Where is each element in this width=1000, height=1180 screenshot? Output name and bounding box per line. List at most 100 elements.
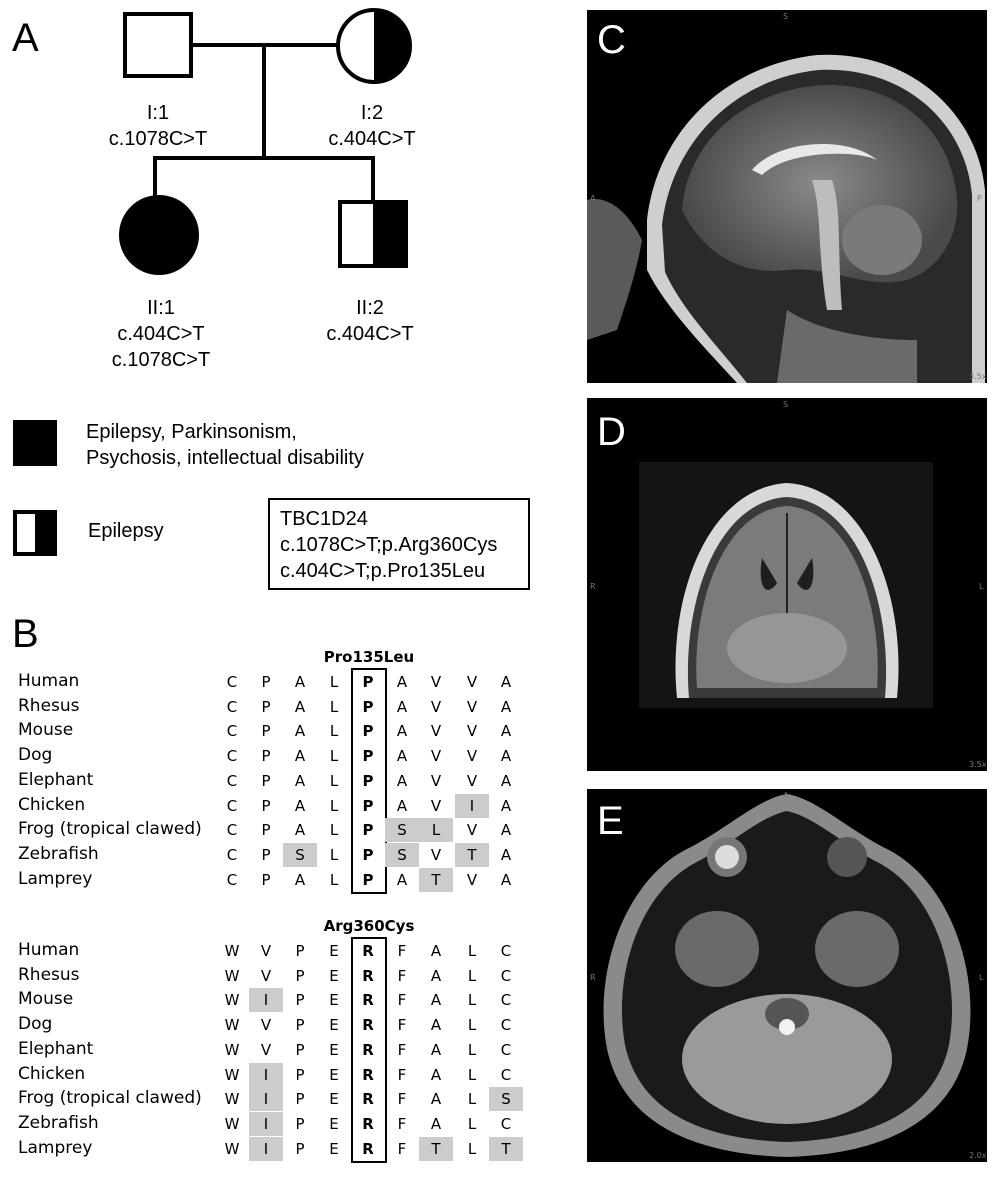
residue-cell: F <box>397 1016 407 1035</box>
residue-cell: V <box>260 942 272 960</box>
species-label: Dog <box>18 1014 53 1035</box>
species-label: Mouse <box>18 989 74 1010</box>
mri-coronal-image: D S R L 3.5x <box>587 398 987 771</box>
orient-c-right: P <box>977 194 982 203</box>
residue-cell: F <box>397 1040 407 1059</box>
residue-cell: W <box>224 1114 240 1133</box>
residue-cell: S <box>283 842 317 867</box>
residue-cell: W <box>224 991 240 1010</box>
residue-cell: P <box>295 1114 305 1133</box>
residue-cell: A <box>396 747 408 766</box>
residue-cell: P <box>261 673 271 691</box>
residue-cell: R <box>362 1090 374 1109</box>
species-label: Dog <box>18 745 53 766</box>
residue-cell: P <box>362 821 374 840</box>
residue-cell: I <box>249 988 283 1013</box>
residue-cell: L <box>329 771 339 790</box>
residue-cell: V <box>260 966 272 985</box>
residue-cell: L <box>329 697 339 716</box>
residue-cell: R <box>362 1016 374 1035</box>
residue-cell: L <box>467 991 477 1010</box>
residue-cell: I <box>249 1087 283 1112</box>
pedigree-chart <box>13 8 412 556</box>
residue-cell: A <box>294 821 306 840</box>
species-label: Zebrafish <box>18 1112 99 1133</box>
legend-full-text: Epilepsy, Parkinsonism, Psychosis, intel… <box>86 421 364 469</box>
residue-cell: P <box>362 747 374 766</box>
species-label: Frog (tropical clawed) <box>18 1088 202 1109</box>
residue-cell: A <box>500 845 512 864</box>
orient-e-scale: 2.0x <box>969 1151 987 1160</box>
gene-variant-box: TBC1D24 c.1078C>T;p.Arg360Cys c.404C>T;p… <box>268 498 530 590</box>
residue-cell: L <box>329 870 339 889</box>
residue-cell: A <box>430 1114 442 1133</box>
residue-cell: I <box>249 1136 283 1161</box>
residue-cell: C <box>226 845 238 864</box>
residue-cell: P <box>261 796 271 815</box>
residue-cell: R <box>362 942 374 960</box>
residue-cell: R <box>362 966 374 985</box>
residue-cell: C <box>500 1016 512 1035</box>
residue-cell: P <box>261 747 271 766</box>
legend-half-symbol <box>13 510 57 556</box>
residue-cell: L <box>467 1139 477 1158</box>
residue-cell: L <box>467 1040 477 1059</box>
orient-c-scale: 3.5x <box>969 372 987 381</box>
orient-d-left: R <box>590 582 596 591</box>
residue-cell: P <box>362 870 374 889</box>
residue-cell: A <box>294 771 306 790</box>
residue-cell: C <box>226 673 238 691</box>
residue-cell: P <box>295 966 305 985</box>
residue-cell: P <box>362 845 374 864</box>
residue-cell: L <box>329 722 339 741</box>
residue-cell: V <box>466 821 478 840</box>
residue-cell: W <box>224 942 240 960</box>
residue-cell: A <box>500 697 512 716</box>
panel-c-letter: C <box>597 18 626 62</box>
residue-cell: A <box>500 673 512 691</box>
residue-cell: L <box>467 1114 477 1133</box>
legend-full-symbol <box>13 420 57 466</box>
residue-cell: L <box>467 1016 477 1035</box>
residue-cell: W <box>224 966 240 985</box>
residue-cell: P <box>362 796 374 815</box>
residue-cell: P <box>362 771 374 790</box>
residue-cell: P <box>261 697 271 716</box>
residue-cell: V <box>466 722 478 741</box>
individual-i2-circle <box>336 8 412 84</box>
species-label: Frog (tropical clawed) <box>18 819 202 840</box>
residue-cell: A <box>294 697 306 716</box>
residue-cell: P <box>295 1090 305 1109</box>
residue-cell: P <box>261 845 271 864</box>
i1-label: I:1 c.1078C>T <box>108 102 208 150</box>
i2-label: I:2 c.404C>T <box>328 102 416 150</box>
residue-cell: S <box>489 1087 523 1112</box>
residue-cell: L <box>467 1090 477 1109</box>
residue-cell: L <box>329 845 339 864</box>
residue-cell: P <box>362 722 374 741</box>
orient-c-left: A <box>590 194 596 203</box>
mutation-position-box <box>351 937 387 1164</box>
orient-e-top: A <box>783 791 789 800</box>
residue-cell: A <box>430 991 442 1010</box>
alignment-title: Arg360Cys <box>323 917 415 935</box>
species-label: Chicken <box>18 1063 86 1084</box>
residue-cell: V <box>260 1016 272 1035</box>
residue-cell: S <box>385 818 419 843</box>
residue-cell: V <box>466 673 478 691</box>
residue-cell: C <box>500 1065 512 1084</box>
orient-c-top: S <box>783 12 789 21</box>
residue-cell: L <box>329 821 339 840</box>
orient-d-scale: 3.5x <box>969 760 987 769</box>
residue-cell: V <box>430 845 442 864</box>
residue-cell: E <box>329 991 339 1010</box>
species-label: Elephant <box>18 769 94 790</box>
residue-cell: P <box>261 771 271 790</box>
legend-half-text: Epilepsy <box>88 520 164 542</box>
individual-i1-square <box>123 12 193 78</box>
residue-cell: L <box>329 796 339 815</box>
panel-e-letter: E <box>597 799 624 843</box>
residue-cell: F <box>397 1065 407 1084</box>
residue-cell: P <box>295 1139 305 1158</box>
residue-cell: V <box>430 796 442 815</box>
